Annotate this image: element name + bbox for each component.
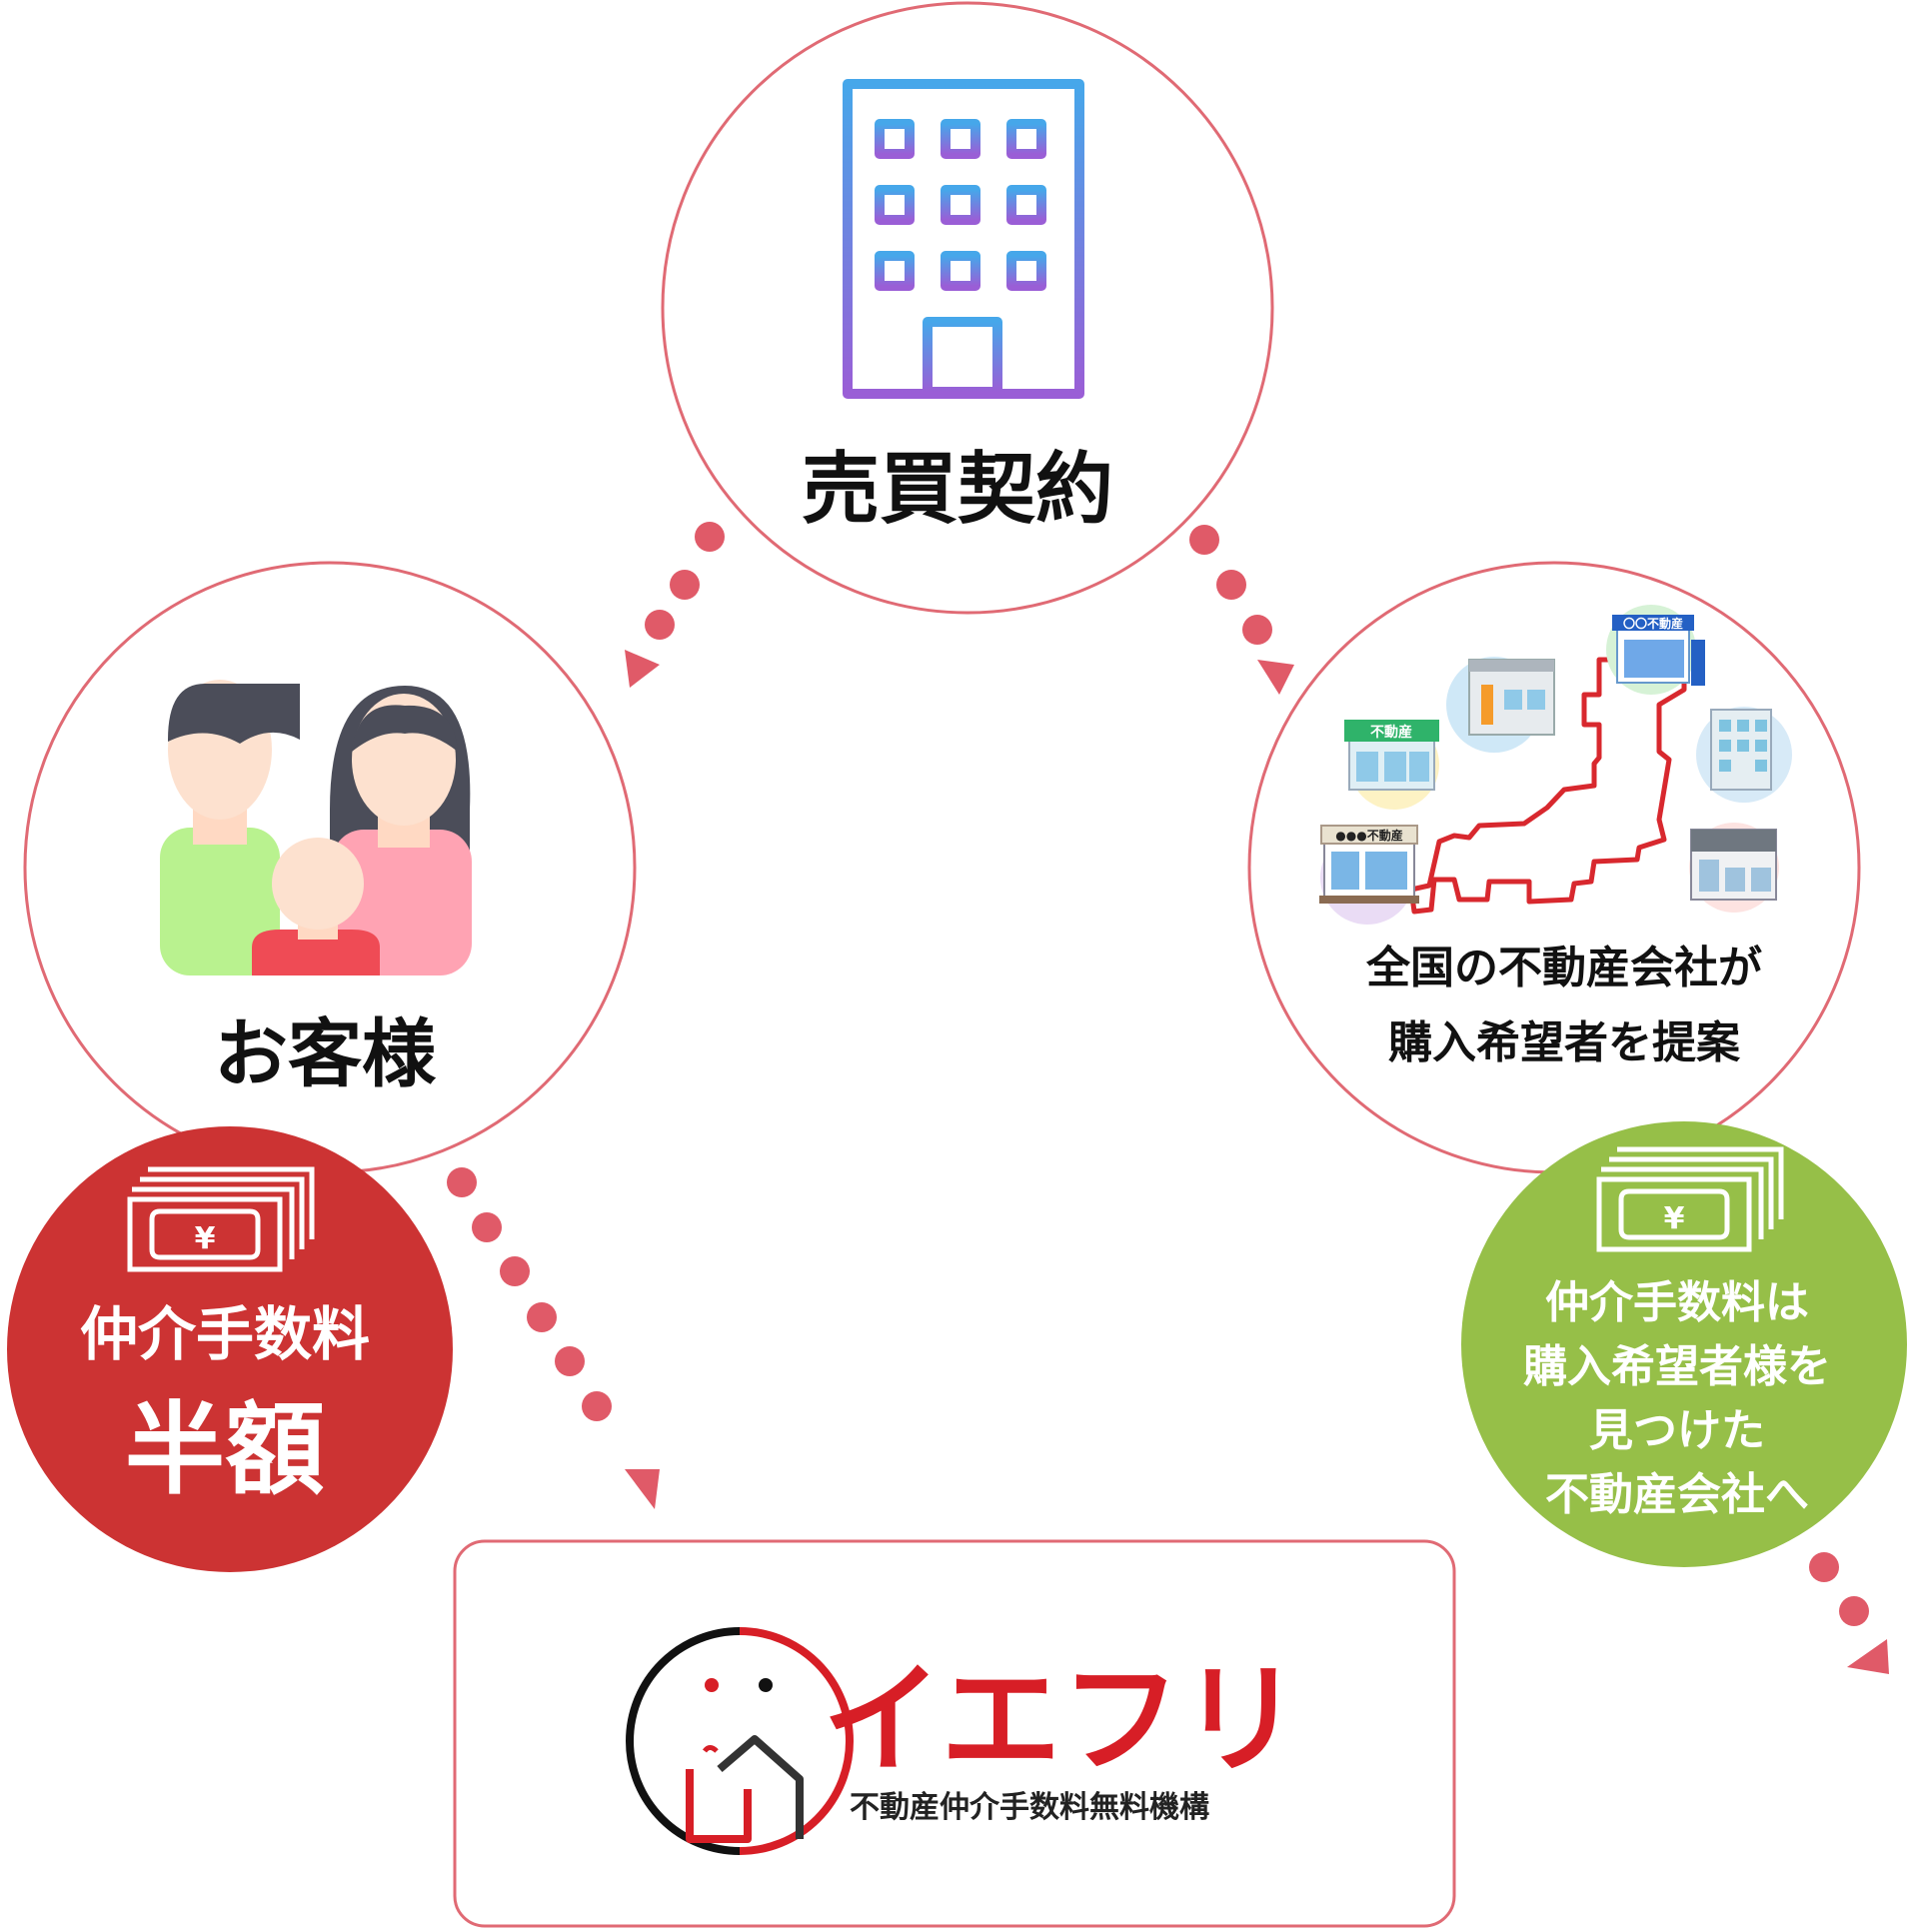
arrow-head-icon: [625, 1469, 660, 1509]
fee-flow-badge: ¥ 仲介手数料は 購入希望者様を 見つけた 不動産会社へ: [1461, 1121, 1907, 1567]
brand-subtitle: 不動産仲介手数料無料機構: [850, 1790, 1209, 1825]
connector-contract-to-customer: [625, 522, 725, 688]
retail-shop-icon: [1689, 823, 1779, 913]
node-circle: [661, 1, 1274, 615]
svg-text:¥: ¥: [195, 1221, 216, 1256]
shop-sign-text: 不動産: [1370, 724, 1412, 741]
yen-banknote-icon: [1596, 1146, 1784, 1252]
iefuri-logo-icon: [626, 1627, 854, 1855]
office-building-icon: [815, 79, 1110, 399]
fee-flow-line2: 購入希望者様を: [1523, 1341, 1831, 1392]
agency-office-icon: 〇〇不動産: [1606, 605, 1705, 695]
yen-banknote-icon: [127, 1166, 315, 1272]
shop-sign-text: 〇〇不動産: [1623, 616, 1683, 631]
shop-sign-text: ●●●不動産: [1335, 828, 1402, 843]
node-customer: お客様: [23, 561, 637, 1174]
customer-label: お客様: [214, 1011, 437, 1097]
node-contract: 売買契約: [661, 1, 1274, 615]
real-estate-shop-icon: 不動産: [1344, 720, 1439, 810]
contract-label: 売買契約: [802, 445, 1113, 535]
apartment-building-icon: [1696, 707, 1792, 803]
discount-badge-line2: 半額: [125, 1391, 325, 1508]
arrow-head-icon: [625, 650, 660, 688]
connector-contract-to-agencies: [1189, 525, 1294, 695]
storefront-icon: ●●●不動産: [1319, 825, 1419, 925]
agencies-label-line2: 購入希望者を提案: [1388, 1017, 1741, 1068]
arrow-head-icon: [1257, 660, 1294, 695]
badge-circle: [7, 1126, 453, 1572]
fee-flow-line1: 仲介手数料は: [1545, 1277, 1809, 1328]
fee-flow-line3: 見つけた: [1589, 1405, 1765, 1456]
connector-customer-to-brand: [447, 1167, 660, 1509]
japan-map-icon: [1408, 642, 1687, 915]
agencies-label-line1: 全国の不動産会社が: [1365, 943, 1762, 993]
arrow-head-icon: [1847, 1639, 1889, 1674]
brand-card: イエフリ 不動産仲介手数料無料機構: [453, 1539, 1456, 1928]
fee-flow-line4: 不動産会社へ: [1545, 1469, 1809, 1520]
badge-circle: [1461, 1121, 1907, 1567]
discount-badge: ¥ 仲介手数料 半額: [7, 1126, 453, 1572]
family-icon: [160, 680, 472, 975]
brand-name: イエフリ: [823, 1651, 1301, 1790]
discount-badge-line1: 仲介手数料: [80, 1300, 370, 1368]
connector-badge-to-offpage: [1809, 1552, 1889, 1674]
svg-text:¥: ¥: [1664, 1201, 1685, 1236]
office-shop-icon: [1446, 657, 1555, 753]
node-agencies: 不動産 〇〇不動産: [1247, 561, 1861, 1174]
